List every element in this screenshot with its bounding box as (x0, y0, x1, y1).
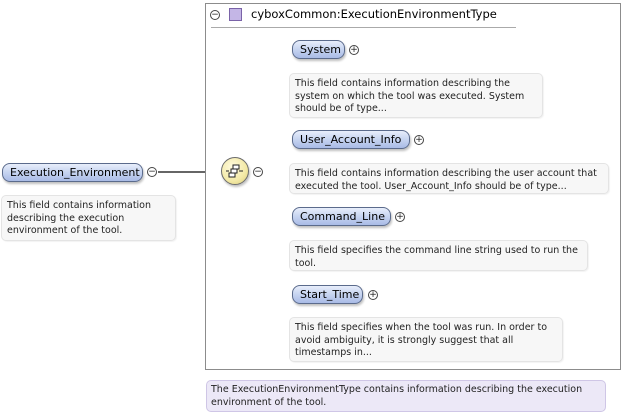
command-line-doc: This field specifies the command line st… (289, 240, 588, 271)
start-time-element[interactable]: Start_Time (292, 285, 363, 304)
execution-environment-element[interactable]: Execution_Environment (2, 163, 143, 182)
system-doc: This field contains information describi… (289, 73, 543, 118)
user-account-info-element[interactable]: User_Account_Info (292, 130, 410, 149)
sequence-compositor-icon[interactable] (221, 157, 249, 185)
type-doc: The ExecutionEnvironmentType contains in… (206, 380, 606, 412)
type-header-divider (211, 27, 516, 28)
command-line-doc-text: This field specifies the command line st… (295, 245, 578, 269)
command-line-label: Command_Line (300, 210, 385, 223)
type-title: cyboxCommon:ExecutionEnvironmentType (251, 7, 497, 21)
start-time-doc-text: This field specifies when the tool was r… (295, 322, 548, 359)
type-doc-text: The ExecutionEnvironmentType contains in… (211, 384, 583, 408)
user-account-info-label: User_Account_Info (300, 133, 402, 146)
command-line-element[interactable]: Command_Line (292, 207, 391, 226)
complex-type-icon (229, 8, 242, 21)
execution-environment-collapse-toggle[interactable]: − (147, 167, 157, 177)
user-account-info-expand-toggle[interactable]: + (414, 135, 424, 145)
system-expand-toggle[interactable]: + (349, 45, 359, 55)
execution-environment-doc-text: This field contains information describi… (7, 200, 152, 237)
execution-environment-doc: This field contains information describi… (1, 195, 176, 241)
start-time-expand-toggle[interactable]: + (368, 290, 378, 300)
execution-environment-label: Execution_Environment (10, 166, 140, 179)
system-element[interactable]: System (292, 40, 345, 59)
command-line-expand-toggle[interactable]: + (395, 212, 405, 222)
sequence-glyph-icon (226, 164, 243, 178)
system-doc-text: This field contains information describi… (295, 78, 525, 115)
sequence-collapse-toggle[interactable]: − (253, 167, 263, 177)
start-time-label: Start_Time (300, 288, 360, 301)
user-account-info-doc-text: This field contains information describi… (295, 168, 597, 192)
start-time-doc: This field specifies when the tool was r… (289, 317, 563, 362)
user-account-info-doc: This field contains information describi… (289, 163, 609, 194)
system-label: System (300, 43, 342, 56)
type-collapse-toggle[interactable]: − (210, 10, 220, 20)
